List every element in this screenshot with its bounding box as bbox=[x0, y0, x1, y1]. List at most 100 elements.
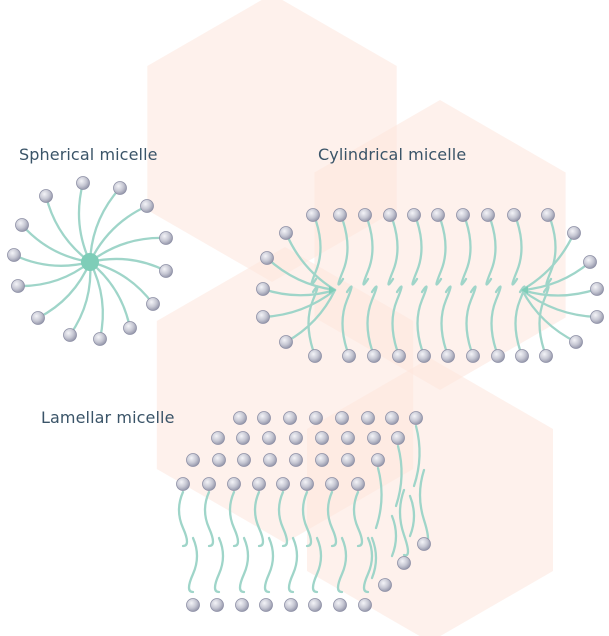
surfactant-head bbox=[341, 431, 355, 445]
surfactant-head bbox=[211, 431, 225, 445]
surfactant-tail bbox=[370, 536, 378, 580]
surfactant-head bbox=[93, 332, 107, 346]
surfactant-head bbox=[279, 335, 293, 349]
surfactant-head bbox=[7, 248, 21, 262]
surfactant-head bbox=[541, 208, 555, 222]
spherical-core bbox=[81, 253, 99, 271]
surfactant-head bbox=[325, 477, 339, 491]
surfactant-head bbox=[341, 453, 355, 467]
surfactant-tail bbox=[213, 536, 225, 594]
surfactant-head bbox=[507, 208, 521, 222]
surfactant-head bbox=[252, 477, 266, 491]
surfactant-tail bbox=[538, 285, 550, 352]
surfactant-head bbox=[210, 598, 224, 612]
surfactant-head bbox=[309, 411, 323, 425]
surfactant-heads bbox=[7, 176, 604, 612]
surfactant-tail bbox=[36, 260, 92, 320]
surfactant-head bbox=[259, 598, 273, 612]
surfactant-tail bbox=[362, 219, 374, 286]
surfactant-head bbox=[361, 411, 375, 425]
surfactant-head bbox=[15, 218, 29, 232]
cylindrical-core-right bbox=[521, 286, 528, 294]
surfactant-head bbox=[237, 453, 251, 467]
surfactant-tail bbox=[520, 260, 592, 292]
surfactant-head bbox=[441, 349, 455, 363]
surfactant-head bbox=[333, 598, 347, 612]
surfactant-head bbox=[260, 251, 274, 265]
surfactant-head bbox=[256, 282, 270, 296]
surfactant-head bbox=[583, 255, 597, 269]
surfactant-tail bbox=[261, 287, 337, 297]
surfactant-head bbox=[539, 349, 553, 363]
cylindrical-core-left bbox=[329, 286, 336, 294]
surfactant-tail bbox=[387, 219, 399, 286]
surfactant-tail bbox=[263, 536, 275, 594]
surfactant-tail bbox=[352, 490, 364, 548]
surfactant-head bbox=[409, 411, 423, 425]
surfactant-tail bbox=[336, 536, 348, 594]
surfactant-head bbox=[202, 477, 216, 491]
surfactant-head bbox=[590, 310, 604, 324]
surfactant-head bbox=[227, 477, 241, 491]
surfactant-head bbox=[283, 411, 297, 425]
surfactant-head bbox=[491, 349, 505, 363]
surfactant-tail bbox=[520, 231, 576, 292]
surfactant-head bbox=[284, 598, 298, 612]
surfactant-head bbox=[63, 328, 77, 342]
surfactant-head bbox=[407, 208, 421, 222]
surfactant-head bbox=[146, 297, 160, 311]
surfactant-tail bbox=[485, 219, 497, 286]
surfactant-tail bbox=[460, 219, 472, 286]
surfactant-head bbox=[315, 453, 329, 467]
surfactant-tail bbox=[520, 288, 599, 319]
surfactant-head bbox=[397, 556, 411, 570]
surfactant-head bbox=[367, 349, 381, 363]
surfactant-tail bbox=[545, 219, 557, 286]
surfactant-tail bbox=[398, 488, 410, 557]
surfactant-tail bbox=[287, 536, 299, 594]
surfactant-head bbox=[176, 477, 190, 491]
surfactant-head bbox=[236, 431, 250, 445]
surfactant-head bbox=[186, 453, 200, 467]
surfactant-tail bbox=[440, 285, 452, 352]
surfactant-tail bbox=[177, 490, 189, 548]
surfactant-head bbox=[257, 411, 271, 425]
surfactant-head bbox=[289, 453, 303, 467]
surfactant-tail bbox=[520, 288, 578, 344]
surfactant-head bbox=[262, 431, 276, 445]
surfactant-tail bbox=[301, 490, 313, 548]
surfactant-tail bbox=[391, 285, 403, 352]
surfactant-head bbox=[263, 453, 277, 467]
surfactant-tail bbox=[366, 285, 378, 352]
surfactant-tail bbox=[187, 536, 199, 594]
surfactant-head bbox=[351, 477, 365, 491]
surfactant-tail bbox=[411, 219, 423, 286]
surfactant-tail bbox=[514, 285, 526, 352]
surfactant-tail bbox=[277, 490, 289, 548]
surfactant-tail bbox=[412, 424, 421, 488]
surfactant-head bbox=[233, 411, 247, 425]
surfactant-tail bbox=[490, 285, 502, 352]
surfactant-head bbox=[31, 311, 45, 325]
surfactant-head bbox=[417, 537, 431, 551]
surfactant-tail bbox=[77, 181, 92, 264]
surfactant-tail bbox=[261, 288, 337, 319]
surfactant-tail bbox=[203, 490, 215, 548]
surfactant-tail bbox=[284, 231, 337, 292]
surfactant-head bbox=[417, 349, 431, 363]
surfactant-head bbox=[342, 349, 356, 363]
surfactant-tail bbox=[416, 285, 428, 352]
surfactant-tail bbox=[511, 219, 523, 286]
surfactant-tail bbox=[228, 490, 240, 548]
surfactant-tail bbox=[44, 194, 92, 264]
surfactant-head bbox=[431, 208, 445, 222]
surfactant-head bbox=[391, 431, 405, 445]
surfactant-head bbox=[276, 477, 290, 491]
surfactant-head bbox=[289, 431, 303, 445]
surfactant-head bbox=[367, 431, 381, 445]
surfactant-tail bbox=[265, 256, 337, 292]
surfactant-head bbox=[385, 411, 399, 425]
surfactant-tail bbox=[253, 490, 265, 548]
spherical-micelle-label: Spherical micelle bbox=[19, 145, 158, 164]
surfactant-head bbox=[76, 176, 90, 190]
